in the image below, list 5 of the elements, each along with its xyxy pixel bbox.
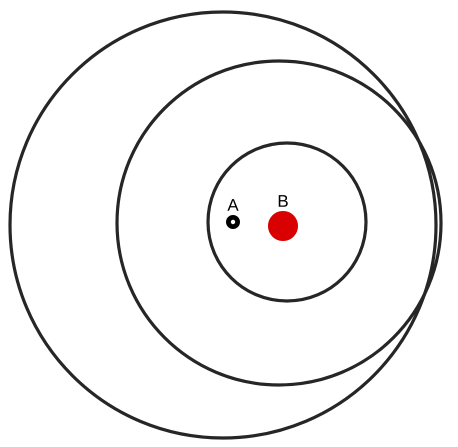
circle-outline <box>206 141 368 303</box>
circle-outline <box>115 59 443 387</box>
circle-outline <box>8 10 438 440</box>
node-label: B <box>278 195 288 207</box>
node-label: A <box>227 199 239 211</box>
